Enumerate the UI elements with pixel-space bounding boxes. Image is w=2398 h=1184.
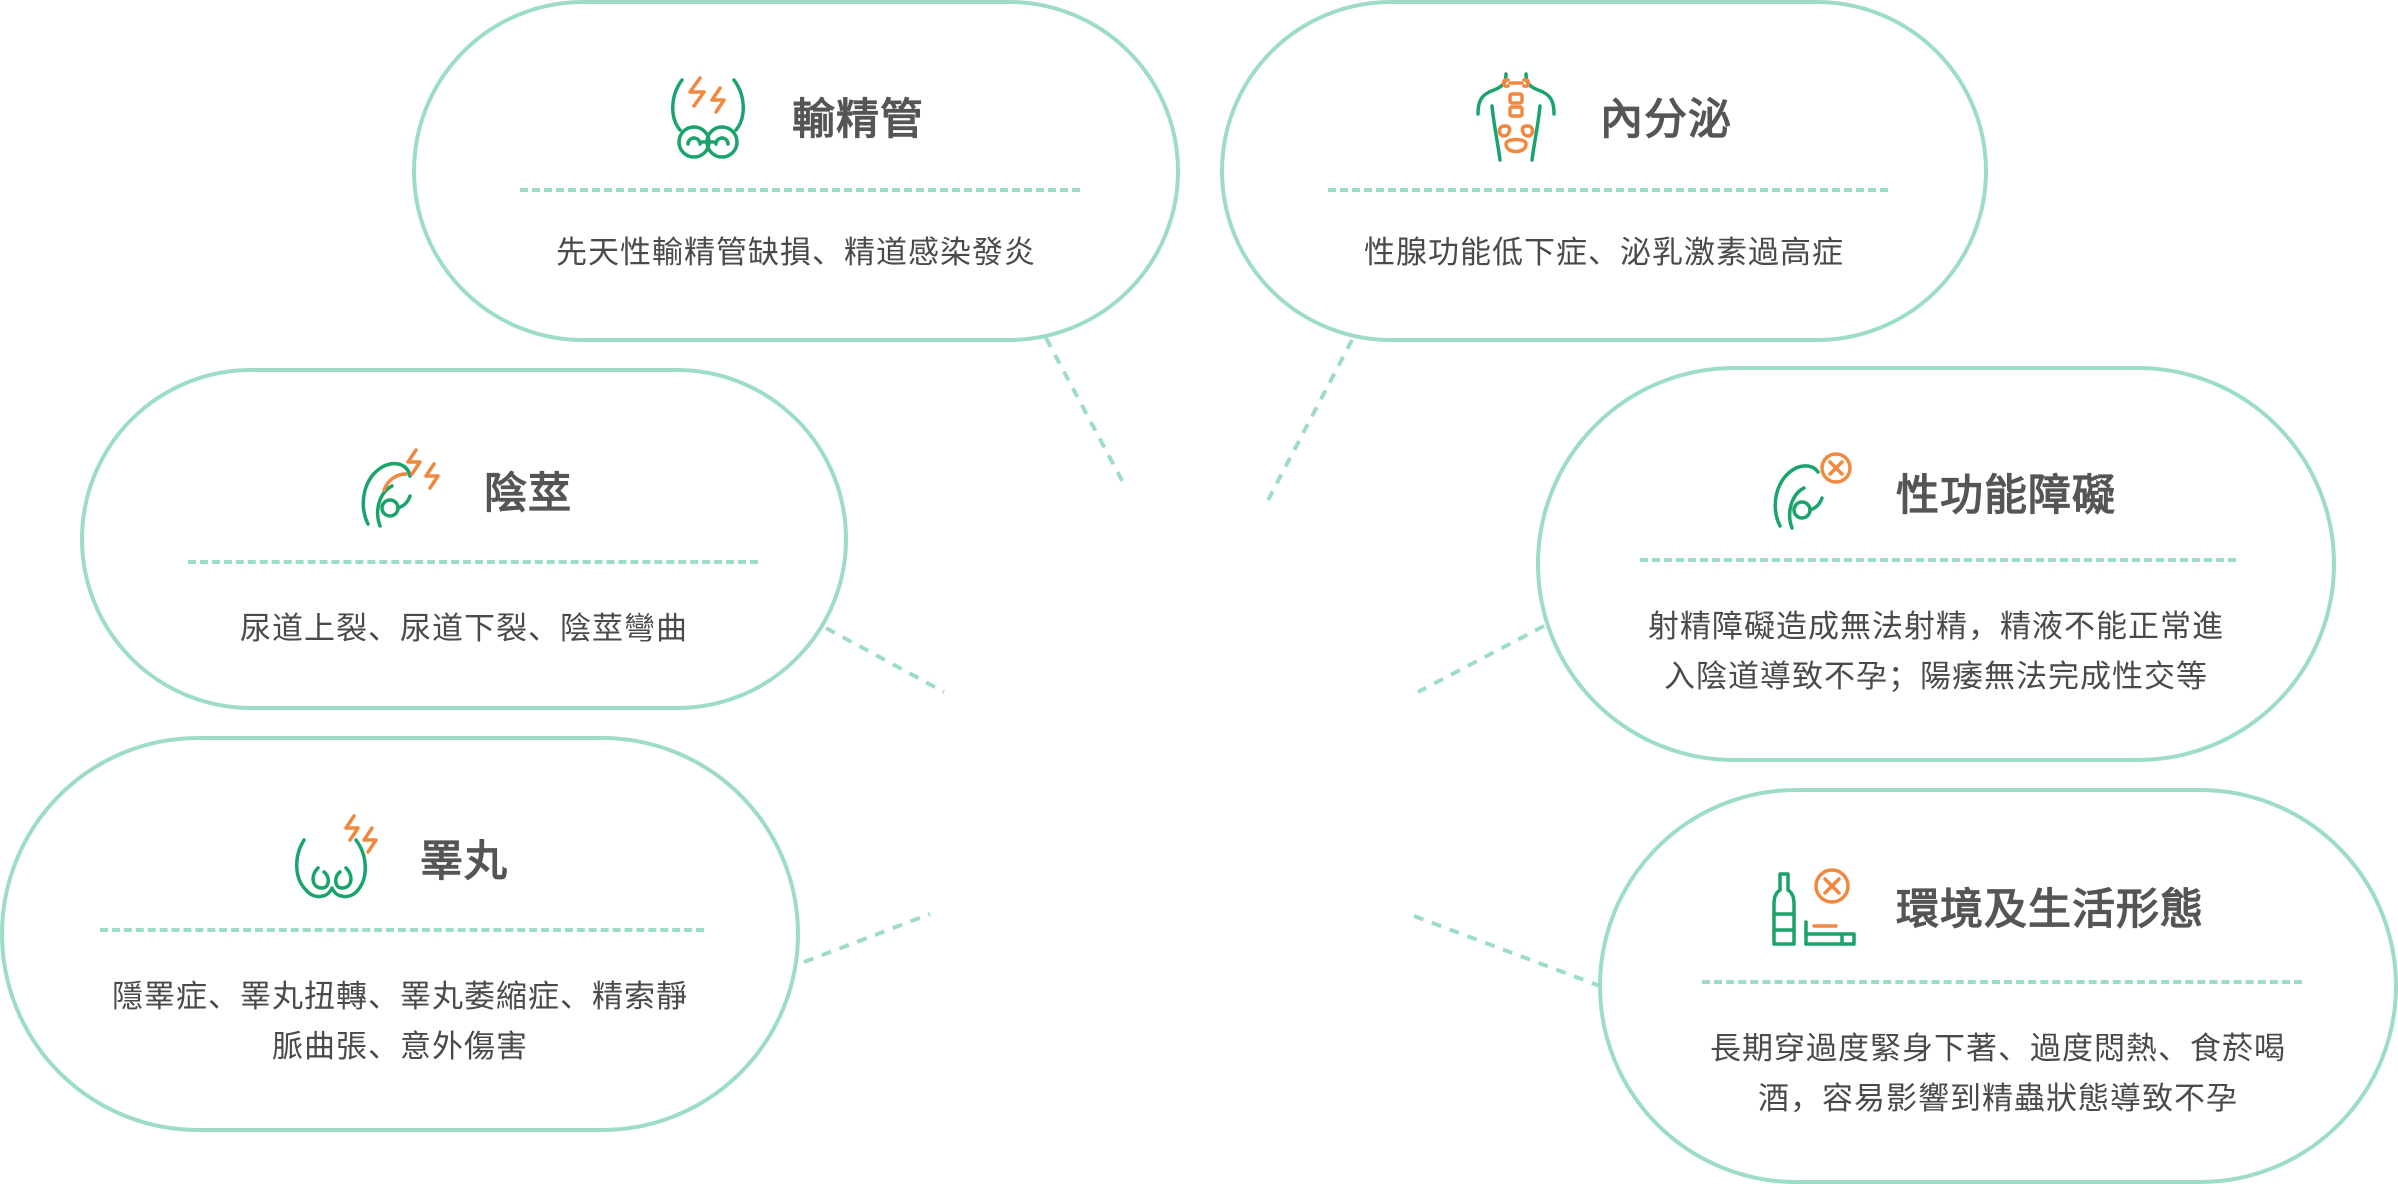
bubble-title: 睪丸 (420, 837, 508, 887)
bubble-title: 陰莖 (484, 469, 572, 519)
bubble-testicle: 睪丸 隱睪症、睪丸扭轉、睪丸萎縮症、精索靜 脈曲張、意外傷害 (0, 736, 800, 1132)
bubble-title: 內分泌 (1600, 95, 1732, 145)
bubble-environment-lifestyle: 環境及生活形態 長期穿過度緊身下著、過度悶熱、食菸喝 酒，容易影響到精蟲狀態導致… (1598, 788, 2398, 1184)
bubble-description: 長期穿過度緊身下著、過度悶熱、食菸喝 酒，容易影響到精蟲狀態導致不孕 (1602, 1024, 2394, 1124)
description-line: 酒，容易影響到精蟲狀態導致不孕 (1758, 1081, 2238, 1117)
bubble-penis: 陰莖 尿道上裂、尿道下裂、陰莖彎曲 (80, 368, 848, 710)
bubble-divider (1640, 558, 2236, 562)
testicle-pain-icon (290, 812, 382, 904)
bubble-title: 性功能障礙 (1896, 471, 2116, 521)
description-line: 先天性輸精管缺損、精道感染發炎 (556, 235, 1036, 271)
connector-sexual-dysfunction (1417, 624, 1545, 694)
bubble-description: 射精障礙造成無法射精，精液不能正常進 入陰道導致不孕；陽痿無法完成性交等 (1540, 602, 2332, 702)
bubble-divider (188, 560, 758, 564)
description-line: 性腺功能低下症、泌乳激素過高症 (1364, 235, 1844, 271)
bubble-sexual-dysfunction: 性功能障礙 射精障礙造成無法射精，精液不能正常進 入陰道導致不孕；陽痿無法完成性… (1536, 366, 2336, 762)
description-line: 入陰道導致不孕；陽痿無法完成性交等 (1664, 659, 2208, 695)
bubble-description: 性腺功能低下症、泌乳激素過高症 (1224, 228, 1984, 278)
penis-pain-icon (354, 444, 446, 536)
bubble-description: 先天性輸精管缺損、精道感染發炎 (416, 228, 1176, 278)
endocrine-torso-icon (1470, 70, 1562, 162)
description-line: 長期穿過度緊身下著、過度悶熱、食菸喝 (1710, 1031, 2286, 1067)
bubble-description: 隱睪症、睪丸扭轉、睪丸萎縮症、精索靜 脈曲張、意外傷害 (4, 972, 796, 1072)
bubble-vas-deferens: 輸精管 先天性輸精管缺損、精道感染發炎 (412, 0, 1180, 342)
description-line: 隱睪症、睪丸扭轉、睪丸萎縮症、精索靜 (112, 979, 688, 1015)
connector-testicle (803, 912, 931, 964)
penis-x-icon (1766, 446, 1858, 538)
bubble-divider (1702, 980, 2302, 984)
connector-penis (825, 626, 945, 694)
bubble-divider (1328, 188, 1888, 192)
connector-vas-deferens (1044, 337, 1128, 489)
bubble-divider (520, 188, 1080, 192)
description-line: 尿道上裂、尿道下裂、陰莖彎曲 (240, 611, 688, 647)
description-line: 射精障礙造成無法射精，精液不能正常進 (1648, 609, 2224, 645)
testes-pain-icon (662, 70, 754, 162)
bubble-description: 尿道上裂、尿道下裂、陰莖彎曲 (84, 604, 844, 654)
bubble-endocrine: 內分泌 性腺功能低下症、泌乳激素過高症 (1220, 0, 1988, 342)
bubble-title: 輸精管 (792, 95, 924, 145)
description-line: 脈曲張、意外傷害 (272, 1029, 528, 1065)
bubble-divider (100, 928, 704, 932)
bottle-cigarette-x-icon (1766, 860, 1858, 952)
connector-environment-lifestyle (1413, 914, 1601, 988)
connector-endocrine (1266, 339, 1354, 501)
bubble-title: 環境及生活形態 (1896, 885, 2204, 935)
